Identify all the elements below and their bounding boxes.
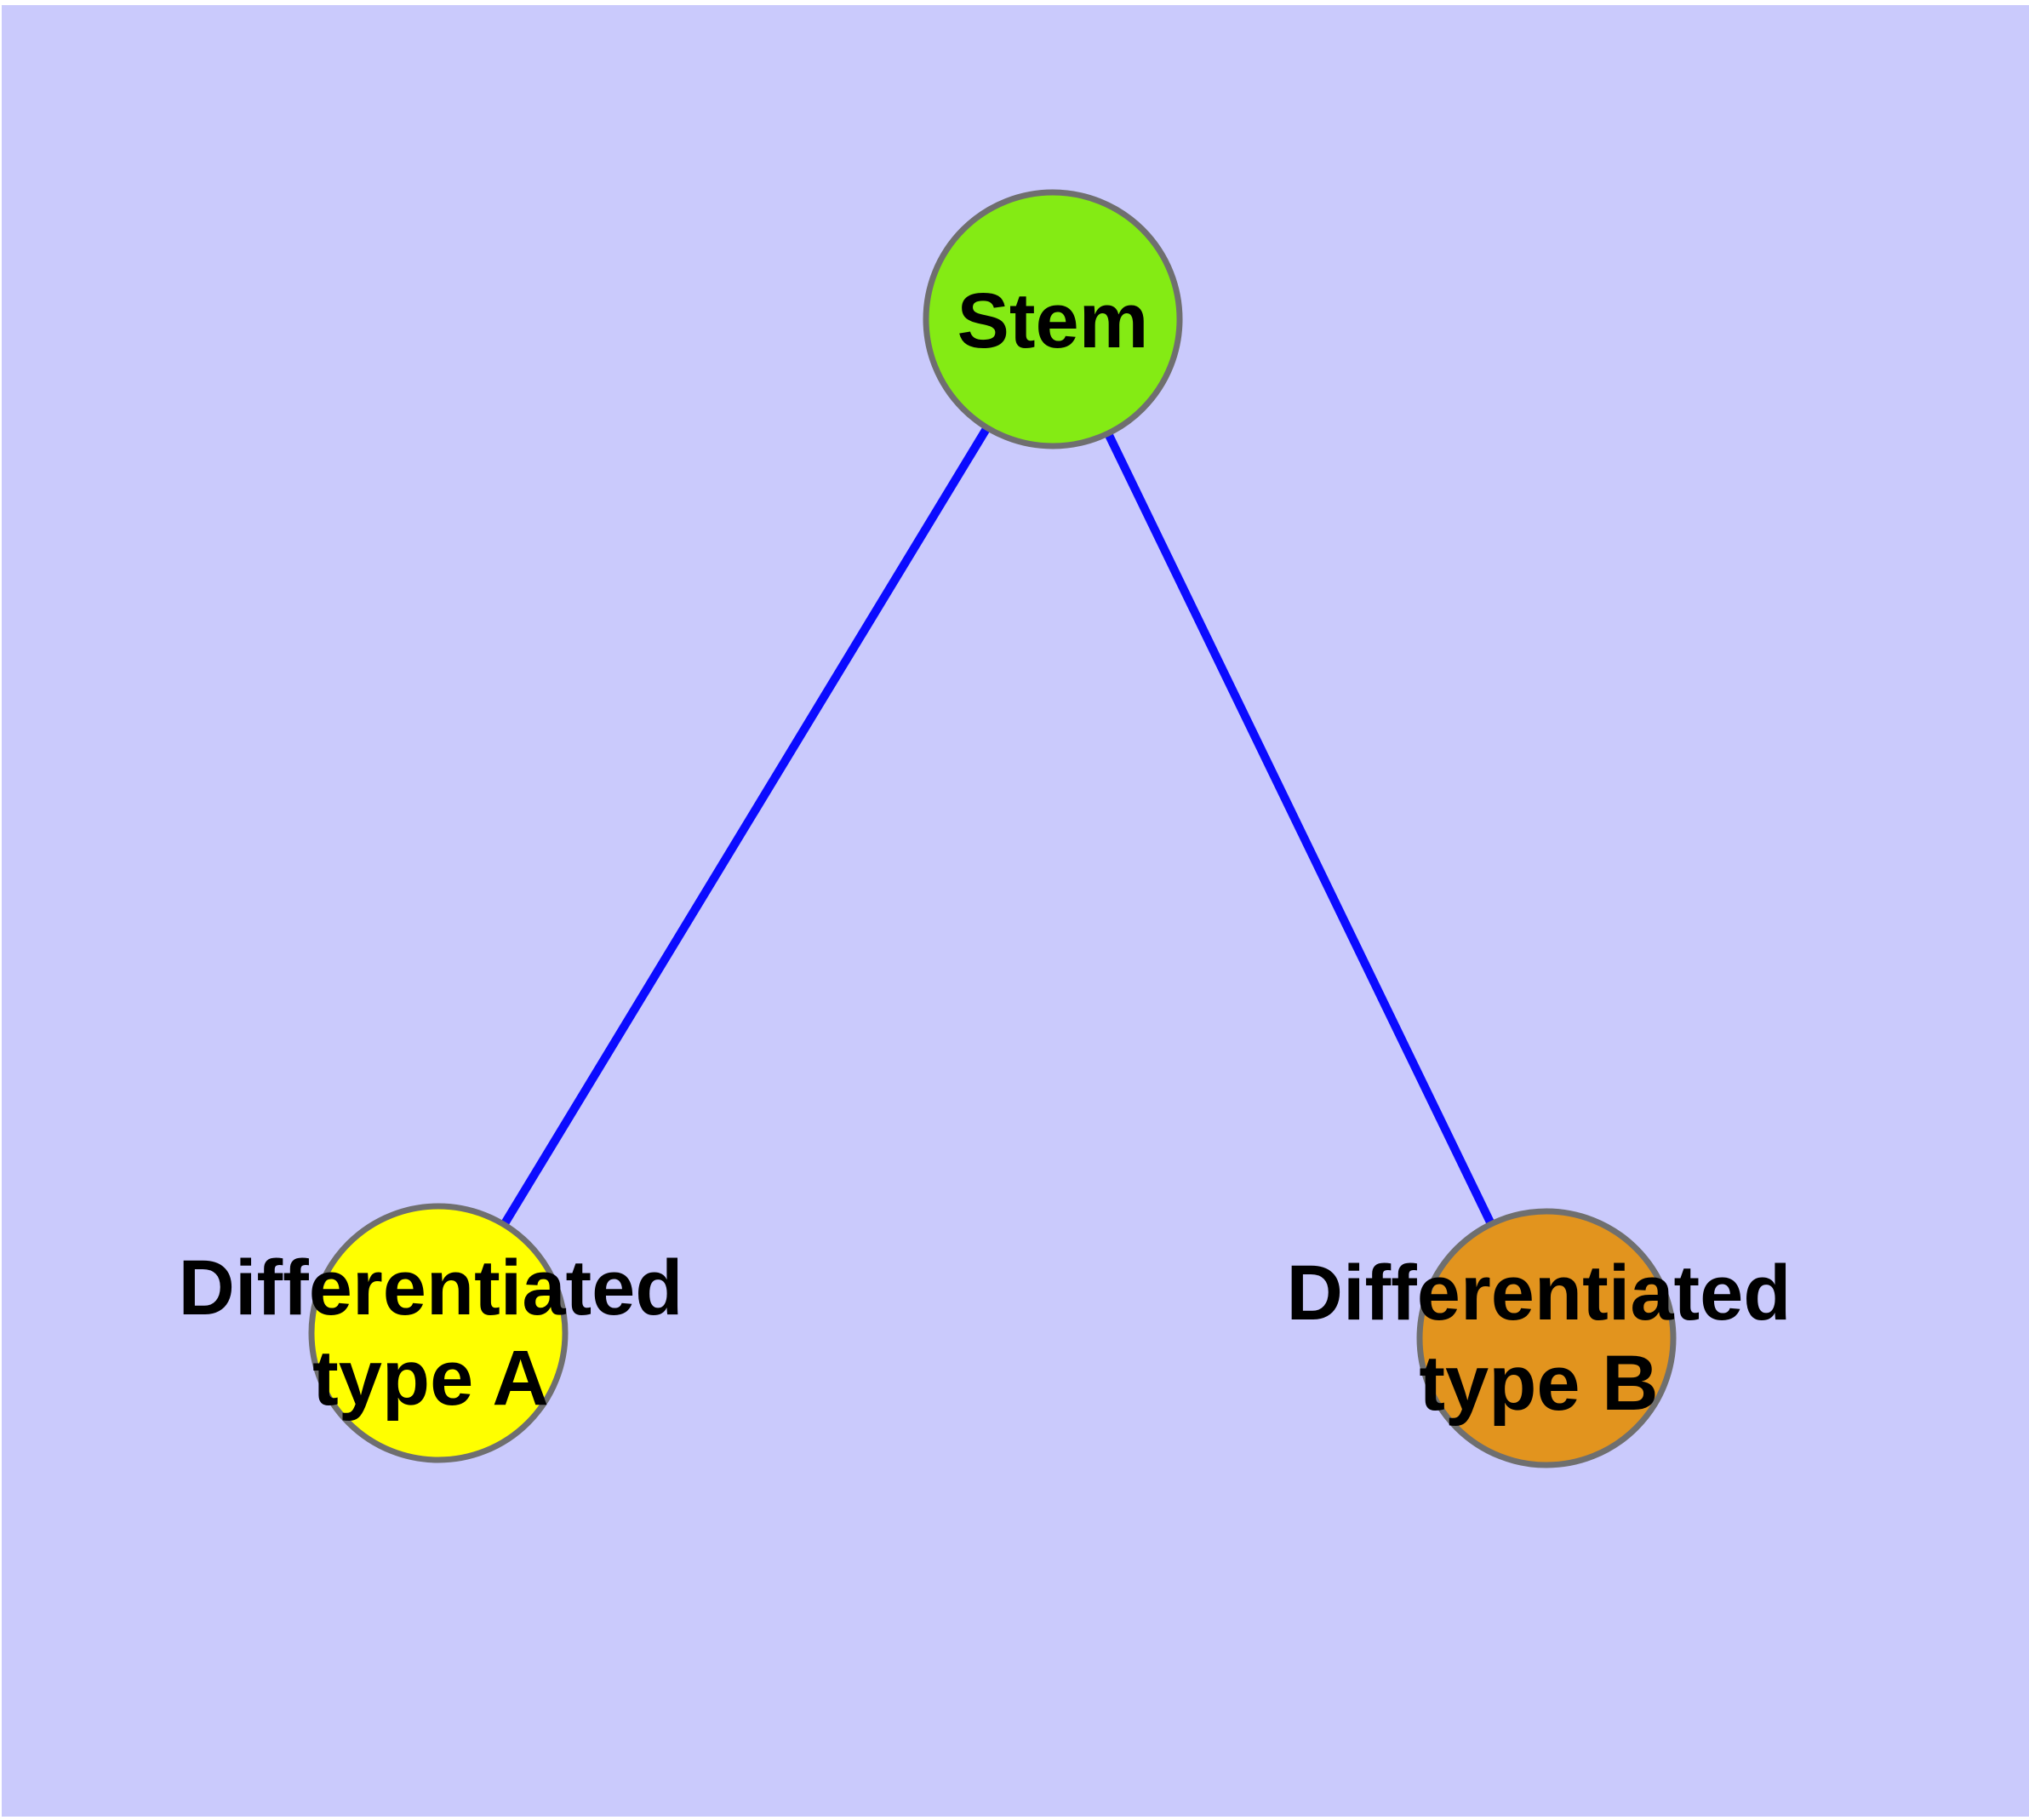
- edge-stem-to-type-a: [434, 317, 1057, 1336]
- node-stem[interactable]: [923, 189, 1183, 449]
- node-differentiated-type-b[interactable]: [1416, 1208, 1677, 1468]
- node-differentiated-type-a[interactable]: [308, 1203, 569, 1463]
- edge-stem-to-type-b: [1049, 317, 1551, 1341]
